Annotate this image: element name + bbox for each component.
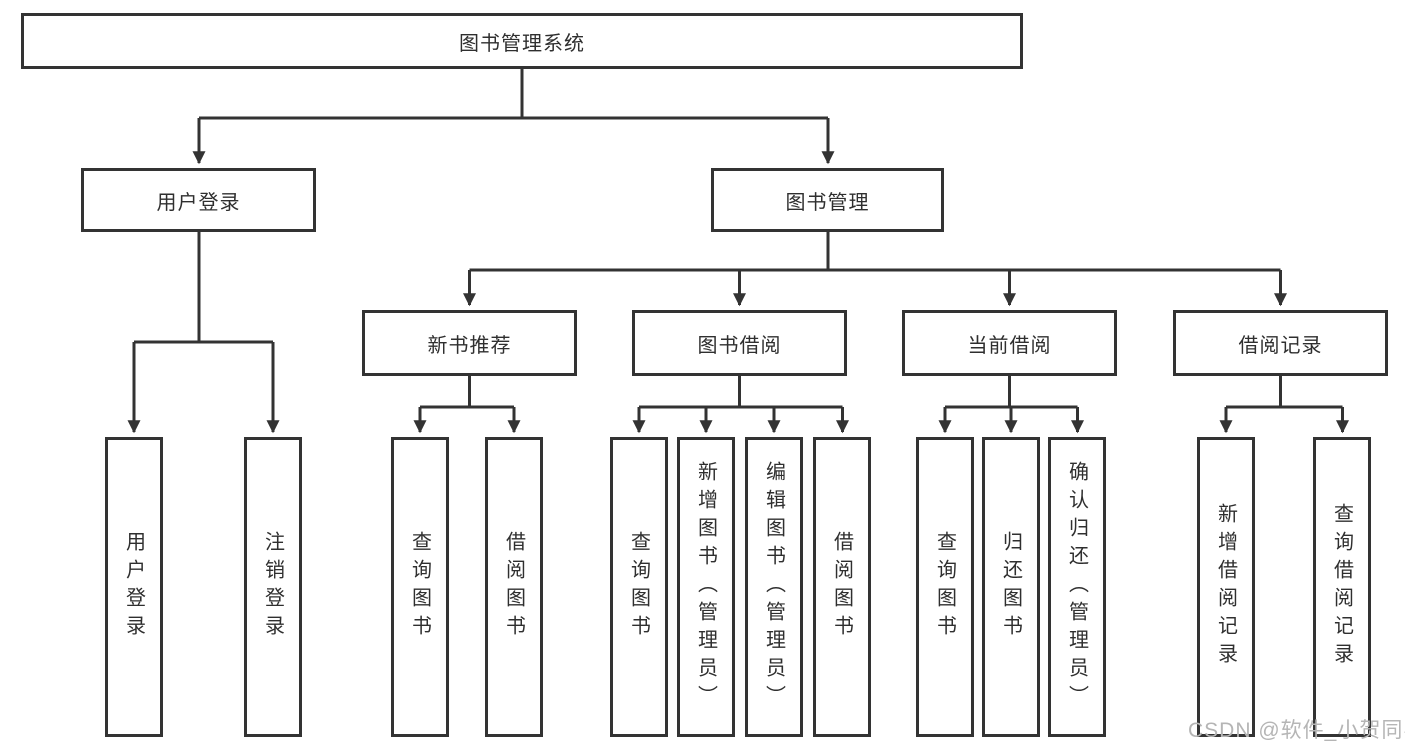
node-user-login: 用户登录 [81, 168, 316, 232]
leaf-rec-borrow-books-label: 借阅图书 [502, 531, 525, 643]
connector-book-management-trunk [469, 232, 1281, 272]
leaf-borrow-books: 借阅图书 [813, 437, 871, 737]
node-new-book-recommendation: 新书推荐 [362, 310, 577, 376]
leaf-rec-query-books: 查询图书 [391, 437, 449, 737]
leaf-query-borrow-record: 查询借阅记录 [1313, 437, 1371, 737]
connector-user-login-trunk [134, 232, 273, 344]
node-user-login-label: 用户登录 [156, 191, 241, 214]
csdn-watermark: CSDN @软件_小贺同学 [1188, 719, 1405, 742]
leaf-confirm-return-admin-label: 确认归还（管理员） [1065, 461, 1088, 713]
node-book-management-label: 图书管理 [785, 191, 870, 214]
leaf-user-login-label: 用户登录 [122, 531, 145, 643]
leaf-add-books-admin: 新增图书（管理员） [677, 437, 735, 737]
connector-book-borrow-trunk [639, 376, 843, 409]
leaf-add-books-admin-label: 新增图书（管理员） [694, 461, 717, 713]
connector-new-book-rec-trunk [420, 376, 514, 409]
node-current-borrowing: 当前借阅 [902, 310, 1117, 376]
leaf-borrow-books-label: 借阅图书 [830, 531, 853, 643]
leaf-current-query-books-label: 查询图书 [933, 531, 956, 643]
node-book-borrowing-label: 图书借阅 [697, 334, 782, 357]
node-book-borrowing: 图书借阅 [632, 310, 847, 376]
leaf-logout-label: 注销登录 [261, 531, 284, 643]
leaf-rec-borrow-books: 借阅图书 [485, 437, 543, 737]
leaf-current-query-books: 查询图书 [916, 437, 974, 737]
connector-borrow-records-trunk [1226, 376, 1343, 409]
leaf-borrow-query-books-label: 查询图书 [627, 531, 650, 643]
node-root-label: 图书管理系统 [459, 32, 585, 55]
node-root-system: 图书管理系统 [21, 13, 1023, 69]
leaf-query-borrow-record-label: 查询借阅记录 [1330, 503, 1353, 671]
node-book-management: 图书管理 [711, 168, 944, 232]
connector-current-borrow-trunk [945, 376, 1078, 409]
leaf-return-books-label: 归还图书 [999, 531, 1022, 643]
node-current-borrowing-label: 当前借阅 [967, 334, 1052, 357]
node-new-book-recommendation-label: 新书推荐 [427, 334, 512, 357]
leaf-logout: 注销登录 [244, 437, 302, 737]
node-borrowing-records: 借阅记录 [1173, 310, 1388, 376]
connector-root-trunk [199, 69, 828, 120]
leaf-add-borrow-record: 新增借阅记录 [1197, 437, 1255, 737]
leaf-return-books: 归还图书 [982, 437, 1040, 737]
leaf-borrow-query-books: 查询图书 [610, 437, 668, 737]
node-borrowing-records-label: 借阅记录 [1238, 334, 1323, 357]
leaf-add-borrow-record-label: 新增借阅记录 [1214, 503, 1237, 671]
leaf-user-login: 用户登录 [105, 437, 163, 737]
leaf-confirm-return-admin: 确认归还（管理员） [1048, 437, 1106, 737]
leaf-edit-books-admin: 编辑图书（管理员） [745, 437, 803, 737]
leaf-rec-query-books-label: 查询图书 [408, 531, 431, 643]
leaf-edit-books-admin-label: 编辑图书（管理员） [762, 461, 785, 713]
